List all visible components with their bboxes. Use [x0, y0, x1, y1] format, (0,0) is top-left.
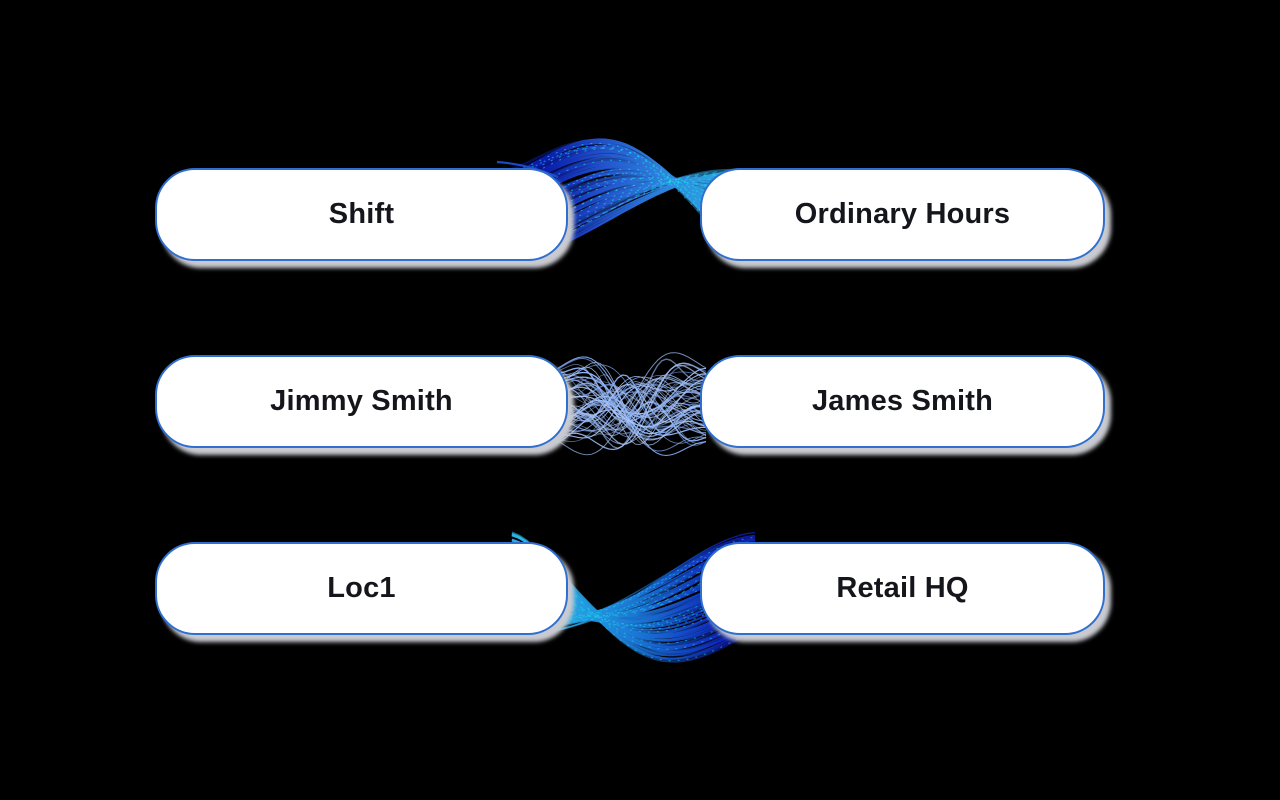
- node-label: Retail HQ: [836, 572, 969, 604]
- node-label: Shift: [328, 198, 395, 230]
- node-label: Ordinary Hours: [794, 198, 1011, 230]
- target-node-james-smith[interactable]: James Smith: [700, 355, 1105, 448]
- target-node-retail-hq[interactable]: Retail HQ: [700, 542, 1105, 635]
- source-node-shift[interactable]: Shift: [155, 168, 568, 261]
- source-node-loc1[interactable]: Loc1: [155, 542, 568, 635]
- source-node-jimmy-smith[interactable]: Jimmy Smith: [155, 355, 568, 448]
- target-node-ordinary-hours[interactable]: Ordinary Hours: [700, 168, 1105, 261]
- node-label: Jimmy Smith: [270, 385, 453, 417]
- node-label: Loc1: [327, 572, 396, 604]
- node-label: James Smith: [811, 385, 994, 417]
- connector-1: [555, 352, 707, 457]
